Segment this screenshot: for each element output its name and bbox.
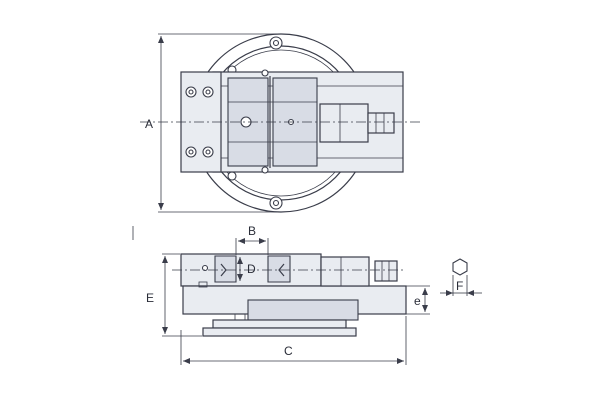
top-small-hole bbox=[261, 69, 269, 77]
ring-bolt-hole-center bbox=[272, 39, 280, 47]
top-view: A bbox=[140, 33, 420, 213]
jaw-groove bbox=[278, 263, 285, 277]
spindle-end-front bbox=[374, 260, 398, 282]
base-plate-upper bbox=[212, 319, 347, 329]
front-small-hole bbox=[201, 264, 209, 272]
dimension-b-label: B bbox=[248, 224, 256, 238]
jaw-screw-hole-center bbox=[205, 149, 211, 155]
jaw-screw-hole-center bbox=[188, 89, 194, 95]
jaw-screw-hole-center bbox=[188, 149, 194, 155]
hex-socket-icon bbox=[452, 258, 468, 276]
spindle-housing-front bbox=[320, 256, 370, 287]
base-key bbox=[234, 313, 246, 321]
dimension-a-label: A bbox=[145, 117, 153, 131]
moving-jaw-front bbox=[267, 255, 291, 283]
top-small-hole bbox=[261, 166, 269, 174]
base-plate-lower bbox=[202, 327, 357, 337]
spindle-housing bbox=[319, 103, 369, 143]
dimension-c-label: C bbox=[284, 344, 293, 358]
spindle-end bbox=[367, 112, 395, 134]
front-small-slot bbox=[198, 281, 208, 288]
dimension-d-label: D bbox=[247, 262, 256, 276]
dimension-f-label: F bbox=[456, 279, 463, 293]
dimension-e-label: E bbox=[146, 291, 154, 305]
base-slide bbox=[247, 299, 359, 321]
ring-bolt-hole bbox=[227, 171, 237, 181]
jaw-screw-hole-center bbox=[205, 89, 211, 95]
dimension-e-small-label: e bbox=[414, 294, 421, 308]
hex-socket-detail: F bbox=[440, 258, 482, 296]
ring-bolt-hole-center bbox=[272, 199, 280, 207]
front-view: B D E e C bbox=[132, 224, 430, 365]
